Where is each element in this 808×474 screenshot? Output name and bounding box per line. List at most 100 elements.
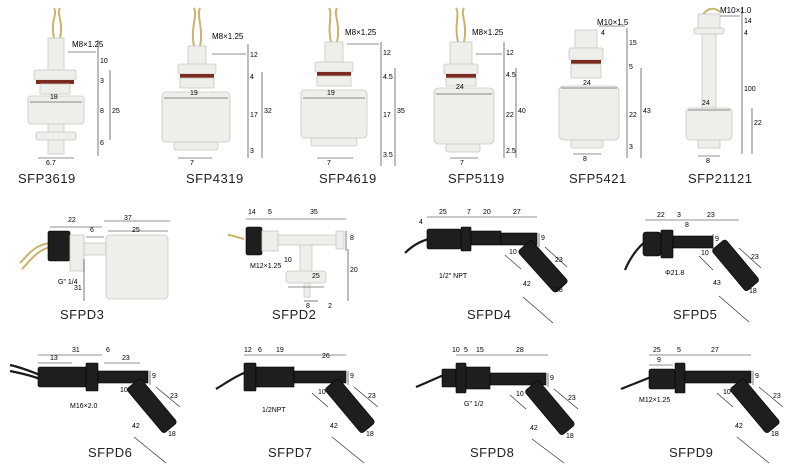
sfpd3-dim-2: 37 <box>124 215 132 222</box>
sfpd5-drawing <box>623 219 762 323</box>
sfpd8-dim-6: 10 <box>516 391 524 398</box>
sfpd5-dim-2: 3 <box>677 212 681 219</box>
sfp5421-dim-8: 8 <box>583 156 587 163</box>
sfpd6-thread-label: M16×2.0 <box>70 403 98 410</box>
sfpd3-model-label: SFPD3 <box>60 307 105 322</box>
sfp5119-dim-1: 12 <box>506 50 514 57</box>
sfpd9-dim-9: 18 <box>771 431 779 438</box>
sfpd5-dim-1: 22 <box>657 212 665 219</box>
sfpd9-dim-2: 5 <box>677 347 681 354</box>
sfp4619-dim-4: 17 <box>383 112 391 119</box>
sfpd4-dim-2: 7 <box>467 209 471 216</box>
sfp21121-drawing <box>685 7 753 157</box>
sfp21121-dim-5: 22 <box>754 120 762 127</box>
sfpd5-dim-7: 23 <box>751 254 759 261</box>
sfpd2-dim-6: 20 <box>350 267 358 274</box>
sfpd5-dim-5: 9 <box>715 236 719 243</box>
sfpd2-dim-7: 25 <box>312 273 320 280</box>
sfpd6-dim-7: 23 <box>170 393 178 400</box>
sfpd6-dim-2: 6 <box>106 347 110 354</box>
sfpd7-dim-9: 18 <box>366 431 374 438</box>
sfpd7-model-label: SFPD7 <box>268 445 313 460</box>
sfp5421-dim-7: 3 <box>629 144 633 151</box>
sfpd7-dim-1: 12 <box>244 347 252 354</box>
sfp3619-dim-7: 6.7 <box>46 160 56 167</box>
sfp3619-dim-4: 8 <box>100 108 104 115</box>
sfpd9-dim-6: 10 <box>723 389 731 396</box>
sfpd8-model-label: SFPD8 <box>470 445 515 460</box>
sfpd9-model-label: SFPD9 <box>669 445 714 460</box>
sfpd4-dim-8: 23 <box>555 257 563 264</box>
sfpd5-thread-label: Φ21.8 <box>665 270 685 277</box>
sfpd3-dim-1: 22 <box>68 217 76 224</box>
sfp4319-dim-2: 4 <box>250 74 254 81</box>
sfp5119-dim-6: 2.5 <box>506 148 516 155</box>
product-sfpd9: M12×1.25 25 5 9 27 9 10 23 42 18 SFPD9 <box>615 345 800 470</box>
sfpd8-dim-7: 23 <box>568 395 576 402</box>
product-sfpd7: 1/2NPT 12 6 19 26 9 10 23 42 18 SFPD7 <box>210 345 390 470</box>
sfpd9-dim-4: 27 <box>711 347 719 354</box>
sfpd8-dim-8: 42 <box>530 425 538 432</box>
sfpd3-dim-3: 6 <box>90 227 94 234</box>
sfpd8-dim-3: 15 <box>476 347 484 354</box>
sfpd2-drawing <box>227 218 349 302</box>
sfp4319-dim-5: 32 <box>264 108 272 115</box>
product-sfp21121: M10×1.0 14 4 100 24 22 8 SFP21121 <box>680 4 805 193</box>
product-sfp5421: M10×1.5 4 15 5 24 22 43 3 8 SFP5421 <box>555 8 675 193</box>
sfp4619-drawing <box>300 7 396 166</box>
sfp21121-dim-4: 24 <box>702 100 710 107</box>
sfp5421-dim-1: 4 <box>601 30 605 37</box>
sfpd9-dim-7: 23 <box>773 393 781 400</box>
sfpd7-dim-7: 23 <box>368 393 376 400</box>
sfpd3-dim-4: 25 <box>132 227 140 234</box>
sfpd7-dim-8: 42 <box>330 423 338 430</box>
sfp3619-dim-6: 6 <box>100 140 104 147</box>
sfp5421-model-label: SFP5421 <box>569 171 627 186</box>
sfpd6-dim-6: 10 <box>120 387 128 394</box>
sfp5119-dim-5: 40 <box>518 108 526 115</box>
sfpd5-model-label: SFPD5 <box>673 307 718 322</box>
sfpd7-drawing <box>215 354 379 464</box>
product-sfpd5: Φ21.8 22 3 23 8 9 10 23 43 18 SFPD5 <box>615 208 775 330</box>
sfpd4-dim-4: 27 <box>513 209 521 216</box>
sfp3619-dim-2: 3 <box>100 78 104 85</box>
sfpd4-dim-7: 10 <box>509 249 517 256</box>
sfp4619-dim-6: 3.5 <box>383 152 393 159</box>
sfpd4-model-label: SFPD4 <box>467 307 512 322</box>
sfpd4-dim-10: 18 <box>555 287 563 294</box>
sfp21121-dim-1: 14 <box>744 18 752 25</box>
sfp4619-dim-3: 19 <box>327 90 335 97</box>
sfpd5-dim-6: 10 <box>701 250 709 257</box>
sfp5421-dim-4: 24 <box>583 80 591 87</box>
sfp3619-model-label: SFP3619 <box>18 171 76 186</box>
product-sfpd8: G" 1/2 10 5 15 28 9 10 23 42 18 SFPD8 <box>410 345 590 470</box>
sfp4319-dim-6: 3 <box>250 148 254 155</box>
sfp4319-dim-1: 12 <box>250 52 258 59</box>
product-sfp5119: M8×1.25 12 4.5 24 22 40 2.5 7 SFP5119 <box>430 7 550 193</box>
sfpd6-dim-5: 9 <box>152 373 156 380</box>
sfp21121-dim-2: 4 <box>744 30 748 37</box>
sfp5421-dim-3: 5 <box>629 64 633 71</box>
sfp5119-dim-4: 22 <box>506 112 514 119</box>
sfp3619-thread-label: M8×1.25 <box>72 40 104 49</box>
sfpd6-dim-4: 23 <box>122 355 130 362</box>
sfpd8-drawing <box>415 354 579 464</box>
sfp4619-dim-2: 4.5 <box>383 74 393 81</box>
sfpd2-dim-8: 8 <box>306 303 310 310</box>
sfp21121-thread-label: M10×1.0 <box>720 6 752 15</box>
sfpd2-dim-1: 14 <box>248 209 256 216</box>
sfpd2-dim-9: 2 <box>328 303 332 310</box>
sfpd9-thread-label: M12×1.25 <box>639 397 671 404</box>
sfpd9-drawing <box>620 354 784 464</box>
product-sfp3619: M8×1.25 10 3 18 8 25 6 6.7 SFP3619 <box>10 7 130 193</box>
sfp21121-dim-3: 100 <box>744 86 756 93</box>
sfpd2-dim-4: 8 <box>350 235 354 242</box>
sfpd6-dim-8: 42 <box>132 423 140 430</box>
sfp5421-dim-2: 15 <box>629 40 637 47</box>
sfpd8-dim-9: 18 <box>566 433 574 440</box>
sfpd9-dim-3: 9 <box>657 357 661 364</box>
product-sfp4619: M8×1.25 12 4.5 19 17 35 3.5 7 SFP4619 <box>293 7 423 193</box>
sfp5421-dim-5: 22 <box>629 112 637 119</box>
sfpd2-dim-5: 10 <box>284 257 292 264</box>
sfpd5-dim-4: 8 <box>685 222 689 229</box>
